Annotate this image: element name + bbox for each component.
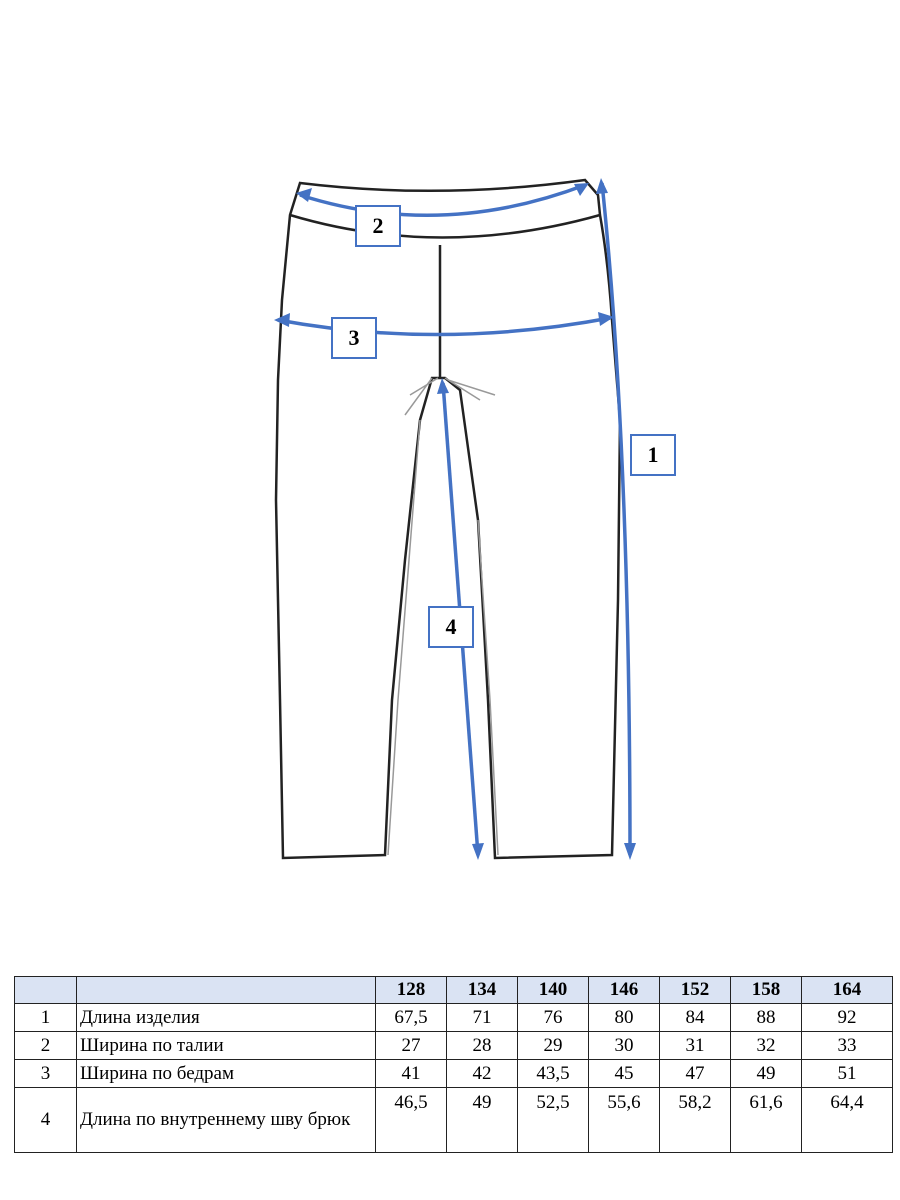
- size-header: 146: [588, 976, 660, 1004]
- measurement-value: 61,6: [730, 1087, 802, 1153]
- measurement-value: 43,5: [517, 1059, 589, 1088]
- size-header: 164: [801, 976, 893, 1004]
- measurement-value: 84: [659, 1003, 731, 1032]
- size-header: 158: [730, 976, 802, 1004]
- measurement-value: 76: [517, 1003, 589, 1032]
- measurement-value: 58,2: [659, 1087, 731, 1153]
- table-header-row: 128 134 140 146 152 158 164: [14, 976, 893, 1004]
- measure-3-arrow: [277, 316, 611, 337]
- measurement-value: 67,5: [375, 1003, 447, 1032]
- measurement-value: 49: [730, 1059, 802, 1088]
- measurement-value: 30: [588, 1031, 660, 1060]
- measurement-value: 47: [659, 1059, 731, 1088]
- measurement-value: 49: [446, 1087, 518, 1153]
- measurement-value: 42: [446, 1059, 518, 1088]
- measure-label-3: 3: [331, 317, 377, 359]
- size-header: 140: [517, 976, 589, 1004]
- measurement-value: 33: [801, 1031, 893, 1060]
- measurement-name: Ширина по бедрам: [76, 1059, 376, 1088]
- row-number: 3: [14, 1059, 77, 1088]
- pants-outline: [274, 178, 622, 860]
- measurement-name: Длина по внутреннему шву брюк: [76, 1087, 376, 1153]
- measurement-value: 80: [588, 1003, 660, 1032]
- measurement-value: 51: [801, 1059, 893, 1088]
- row-number: 2: [14, 1031, 77, 1060]
- measurement-name: Ширина по талии: [76, 1031, 376, 1060]
- size-header: 152: [659, 976, 731, 1004]
- row-number: 4: [14, 1087, 77, 1153]
- measure-label-2: 2: [355, 205, 401, 247]
- measure-2-arrow: [299, 183, 586, 217]
- measurement-value: 27: [375, 1031, 447, 1060]
- measurement-name: Длина изделия: [76, 1003, 376, 1032]
- measurement-value: 71: [446, 1003, 518, 1032]
- waistband-line: [289, 213, 601, 239]
- measurement-value: 29: [517, 1031, 589, 1060]
- measurement-value: 64,4: [801, 1087, 893, 1153]
- measurement-value: 32: [730, 1031, 802, 1060]
- measurement-value: 55,6: [588, 1087, 660, 1153]
- measure-label-4: 4: [428, 606, 474, 648]
- measure-label-1: 1: [630, 434, 676, 476]
- measurement-value: 41: [375, 1059, 447, 1088]
- measurement-value: 92: [801, 1003, 893, 1032]
- measurement-value: 28: [446, 1031, 518, 1060]
- measurement-value: 31: [659, 1031, 731, 1060]
- measure-1-arrow: [600, 182, 632, 856]
- measurement-value: 52,5: [517, 1087, 589, 1153]
- measurement-value: 46,5: [375, 1087, 447, 1153]
- size-header: 134: [446, 976, 518, 1004]
- measurement-value: 88: [730, 1003, 802, 1032]
- row-number: 1: [14, 1003, 77, 1032]
- size-header: 128: [375, 976, 447, 1004]
- pants-diagram: [274, 178, 636, 860]
- measurement-value: 45: [588, 1059, 660, 1088]
